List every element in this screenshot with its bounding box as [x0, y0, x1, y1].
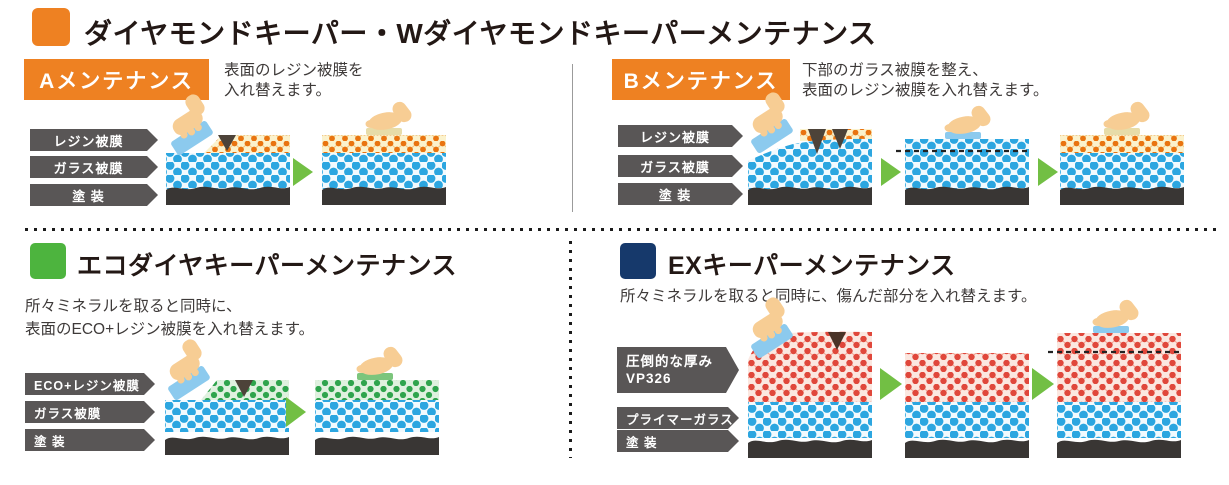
divider-horizontal-dotted	[25, 228, 1221, 231]
layer-tag-glass-b: ガラス被膜	[618, 155, 743, 177]
diagram-ex-damaged	[734, 294, 872, 458]
applicator-pad-icon	[357, 373, 393, 380]
diagram-ex-reduced	[905, 353, 1029, 458]
diagram-eco-before	[151, 336, 289, 455]
eco-description: 所々ミネラルを取ると同時に、 表面のECO+レジン被膜を入れ替えます。	[25, 295, 314, 341]
title-accent-square	[32, 8, 70, 46]
diagram-b-leveled	[896, 103, 1031, 205]
diagram-eco-after	[315, 344, 439, 455]
damage-triangle-icon	[828, 332, 846, 350]
process-arrow-icon	[286, 397, 306, 427]
section-a-description-line2: 入れ替えます。	[224, 82, 331, 99]
diagram-a-before	[154, 91, 290, 205]
damage-triangle-icon	[832, 129, 848, 149]
section-b-description: 下部のガラス被膜を整え、 表面のレジン被膜を入れ替えます。	[802, 61, 1048, 101]
ex-section-title: EXキーパーメンテナンス	[668, 252, 956, 280]
process-arrow-icon	[293, 158, 313, 186]
layer-tag-glass-eco: ガラス被膜	[25, 401, 155, 423]
damage-triangle-icon	[808, 129, 826, 154]
section-a-description-line1: 表面のレジン被膜を	[224, 62, 364, 79]
process-arrow-icon	[1032, 368, 1054, 400]
vp326-line1: 圧倒的な厚み	[626, 354, 713, 369]
applicator-pad-icon	[1093, 326, 1129, 333]
diagram-ex-after	[1048, 297, 1183, 458]
hand-sponge-icon	[151, 336, 217, 402]
ex-description: 所々ミネラルを取ると同時に、傷んだ部分を入れ替えます。	[620, 287, 1037, 307]
damage-triangle-icon	[235, 380, 253, 397]
diagram-b-after	[1060, 99, 1184, 205]
hand-press-icon	[944, 103, 994, 137]
diagram-a-after	[322, 99, 446, 205]
divider-vertical-solid	[572, 64, 573, 212]
process-arrow-icon	[880, 368, 902, 400]
layer-tag-eco-resin: ECO+レジン被膜	[25, 373, 155, 395]
badge-b-maintenance: Bメンテナンス	[612, 59, 790, 100]
layer-tag-paint-ex: 塗 装	[617, 430, 739, 452]
applicator-pad-icon	[1104, 128, 1140, 135]
hand-press-icon	[356, 344, 406, 378]
divider-vertical-dotted	[569, 241, 572, 458]
page-title: ダイヤモンドキーパー・Wダイヤモンドキーパーメンテナンス	[84, 18, 877, 49]
layer-tag-paint-b: 塗 装	[618, 183, 743, 205]
eco-description-line1: 所々ミネラルを取ると同時に、	[25, 298, 242, 315]
section-b-description-line1: 下部のガラス被膜を整え、	[802, 62, 988, 79]
layer-tag-primer-glass: プライマーガラス	[617, 407, 739, 429]
section-b-description-line2: 表面のレジン被膜を入れ替えます。	[802, 82, 1049, 99]
ex-accent-square	[620, 243, 656, 279]
eco-description-line2: 表面のECO+レジン被膜を入れ替えます。	[25, 321, 315, 338]
applicator-pad-icon	[366, 128, 402, 135]
layer-tag-vp326: 圧倒的な厚み VP326	[617, 347, 739, 393]
process-arrow-icon	[1038, 158, 1058, 186]
damage-triangle-icon	[218, 135, 236, 151]
hand-press-icon	[365, 99, 415, 133]
applicator-pad-icon	[945, 132, 981, 139]
vp326-line2: VP326	[626, 371, 672, 386]
layer-tag-resin-b: レジン被膜	[618, 125, 743, 147]
layer-tag-paint-eco: 塗 装	[25, 429, 155, 451]
diagram-b-damaged	[734, 89, 872, 205]
layer-tag-resin-a: レジン被膜	[30, 129, 158, 151]
layer-tag-paint-a: 塗 装	[30, 184, 158, 206]
hand-press-icon	[1092, 297, 1142, 331]
ex-description-line1: 所々ミネラルを取ると同時に、傷んだ部分を入れ替えます。	[620, 288, 1037, 305]
process-arrow-icon	[881, 158, 901, 186]
eco-section-title: エコダイヤキーパーメンテナンス	[77, 252, 458, 280]
badge-a-maintenance: Aメンテナンス	[24, 59, 209, 100]
hand-press-icon	[1103, 99, 1153, 133]
section-a-description: 表面のレジン被膜を 入れ替えます。	[224, 61, 364, 101]
eco-accent-square	[30, 243, 66, 279]
hand-sponge-icon	[154, 91, 220, 157]
layer-tag-glass-a: ガラス被膜	[30, 156, 158, 178]
